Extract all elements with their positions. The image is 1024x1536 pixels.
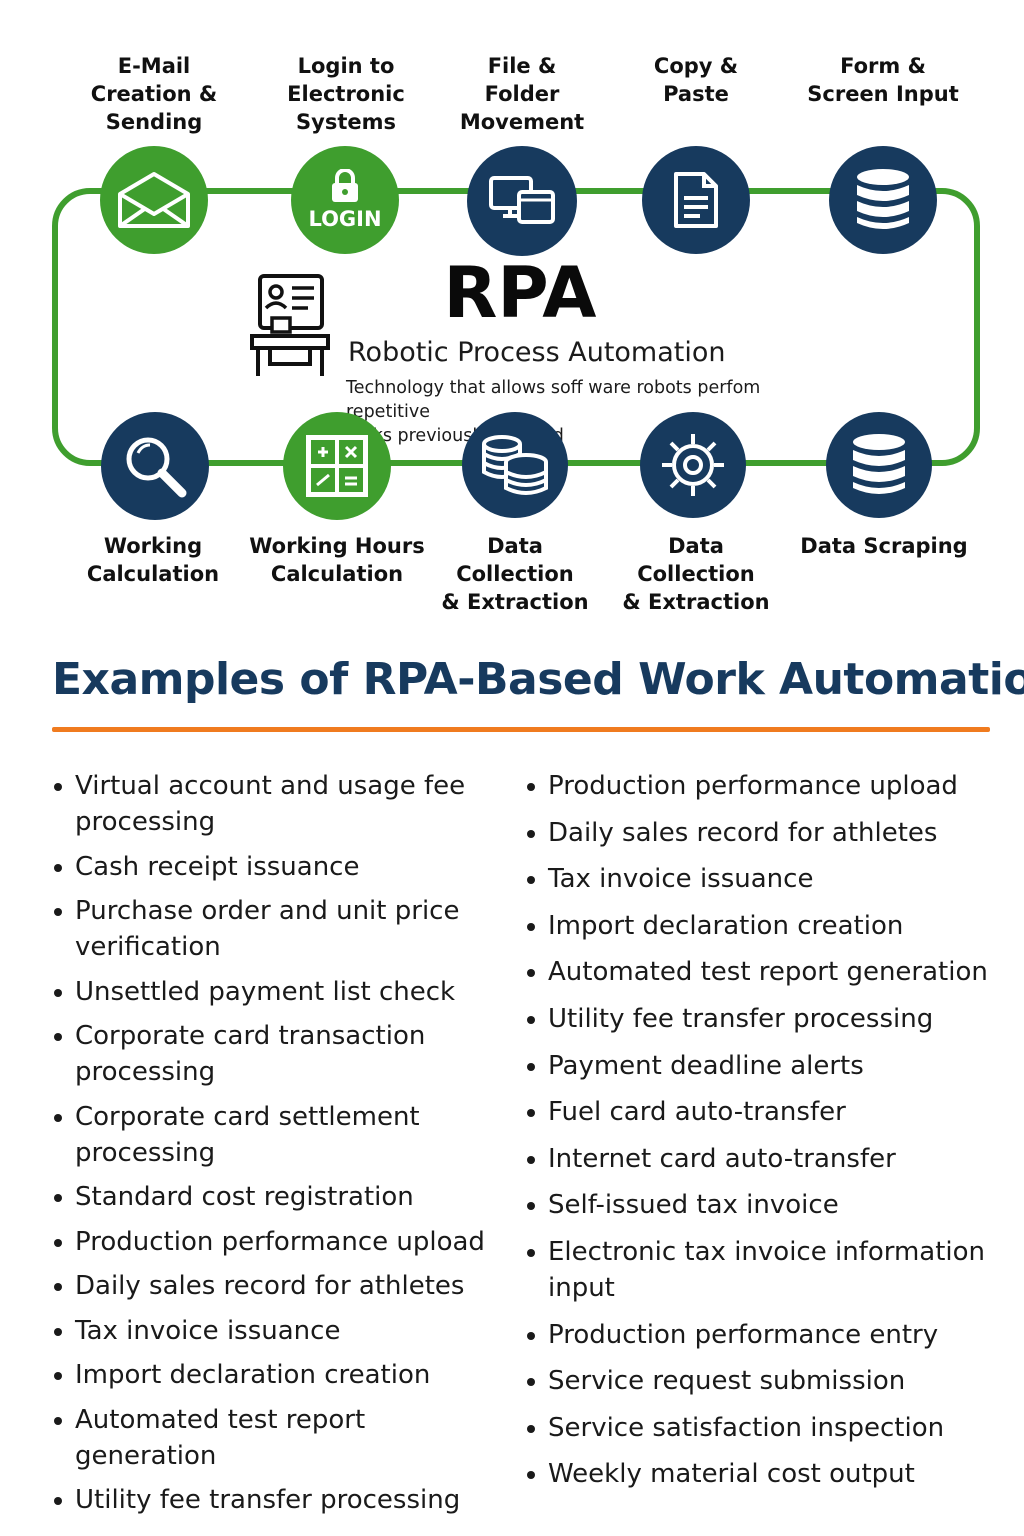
list-item: Import declaration creation — [525, 908, 995, 944]
list-item: Production performance entry — [525, 1317, 995, 1353]
list-item: Virtual account and usage fee processing — [52, 768, 502, 840]
list-item: Utility fee transfer processing — [525, 1001, 995, 1037]
node-data-collection-2 — [640, 412, 746, 518]
node-copy-paste — [642, 146, 750, 254]
rpa-description: Technology that allows soff ware robots … — [346, 378, 761, 446]
gear-icon — [662, 434, 724, 496]
node-label-copy-paste: Copy & Paste — [653, 54, 739, 106]
login-icon-text: LOGIN — [308, 207, 382, 231]
node-label-data-collection-1: Data Collection & Extraction — [441, 534, 589, 614]
node-login: LOGIN — [291, 146, 399, 254]
list-item: Import declaration creation — [52, 1357, 502, 1393]
rpa-subtitle: Robotic Process Automation — [348, 337, 726, 368]
magnifier-icon — [126, 437, 187, 498]
list-item: Production performance upload — [52, 1224, 502, 1260]
list-item: Electronic tax invoice information input — [525, 1234, 995, 1306]
databases-icon — [482, 435, 548, 495]
monitor-icon — [489, 176, 555, 224]
database-icon — [857, 169, 909, 229]
node-label-file-folder: File & Folder Movement — [459, 54, 585, 134]
list-item: Purchase order and unit price verificati… — [52, 893, 502, 965]
list-item: Utility fee transfer processing — [52, 1482, 502, 1518]
list-item: Daily sales record for athletes — [52, 1268, 502, 1304]
node-label-email: E-Mail Creation & Sending — [90, 54, 218, 134]
list-item: Automated test report generation — [525, 954, 995, 990]
node-label-working-calculation: Working Calculation — [86, 534, 220, 586]
list-item: Standard cost registration — [52, 1179, 502, 1215]
rpa-title: RPA — [443, 252, 597, 334]
node-label-form-input: Form & Screen Input — [807, 54, 959, 106]
list-item: Cash receipt issuance — [52, 849, 502, 885]
list-item: Service request submission — [525, 1363, 995, 1399]
list-item: Daily sales record for athletes — [525, 815, 995, 851]
list-item: Production performance upload — [525, 768, 995, 804]
right-example-list: Production performance upload Daily sale… — [525, 768, 995, 1503]
list-item: Tax invoice issuance — [52, 1313, 502, 1349]
section-title: Examples of RPA-Based Work Automation — [52, 654, 1024, 705]
robot-workstation-icon — [250, 272, 330, 384]
list-item: Corporate card transaction processing — [52, 1018, 502, 1090]
list-item: Internet card auto-transfer — [525, 1141, 995, 1177]
list-item: Self-issued tax invoice — [525, 1187, 995, 1223]
list-item: Automated test report generation — [52, 1402, 502, 1474]
node-label-login: Login to Electronic Systems — [287, 54, 405, 134]
node-label-data-collection-2: Data Collection & Extraction — [622, 534, 770, 614]
list-item: Payment deadline alerts — [525, 1048, 995, 1084]
node-data-collection-1 — [462, 412, 568, 518]
list-item: Service satisfaction inspection — [525, 1410, 995, 1446]
node-working-hours — [283, 412, 391, 520]
left-example-list: Virtual account and usage fee processing… — [52, 768, 502, 1527]
node-label-working-hours: Working Hours Calculation — [249, 534, 425, 586]
database-icon — [853, 434, 905, 494]
node-file-folder — [467, 146, 577, 256]
list-item: Tax invoice issuance — [525, 861, 995, 897]
node-form-input — [829, 146, 937, 254]
calculator-grid-icon — [306, 435, 368, 497]
document-icon — [674, 172, 718, 228]
list-item: Corporate card settlement processing — [52, 1099, 502, 1171]
list-item: Weekly material cost output — [525, 1456, 995, 1492]
list-item: Unsettled payment list check — [52, 974, 502, 1010]
node-data-scraping — [826, 412, 932, 518]
section-divider — [52, 727, 990, 732]
lock-icon — [332, 169, 358, 202]
node-label-data-scraping: Data Scraping — [800, 534, 968, 558]
node-working-calculation — [101, 412, 209, 520]
node-email — [100, 146, 208, 254]
list-item: Fuel card auto-transfer — [525, 1094, 995, 1130]
envelope-icon — [118, 172, 190, 228]
